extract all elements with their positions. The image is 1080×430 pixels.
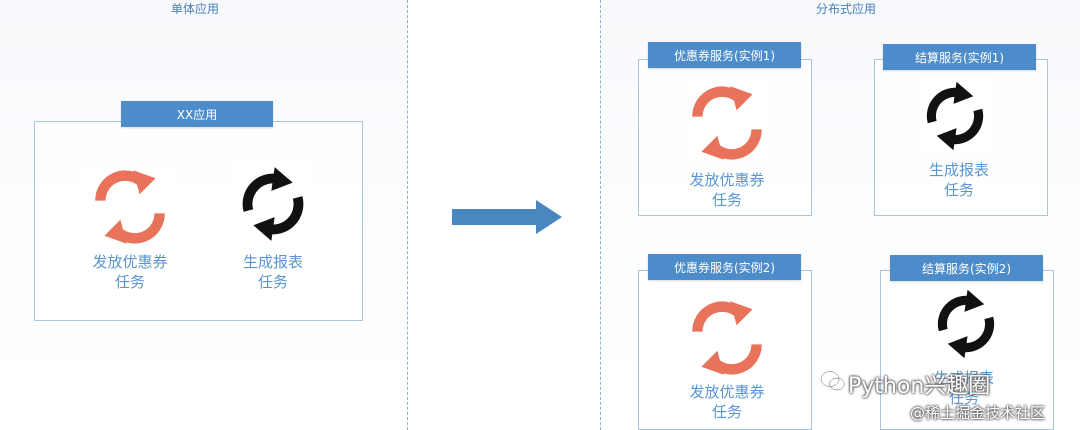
settle-service-1-task-line2: 任务 xyxy=(943,181,974,199)
settle-service-2-label: 结算服务(实例2) xyxy=(890,255,1043,281)
coupon-task-label: 发放优惠券 任务 xyxy=(70,252,190,292)
sync-cycle-icon xyxy=(917,78,993,154)
report-task-label: 生成报表 任务 xyxy=(213,252,333,292)
settle-service-2-task-line1: 生成报表 xyxy=(933,369,994,387)
refresh-cycle-icon xyxy=(686,298,768,378)
divider-right xyxy=(600,0,601,430)
coupon-task-line1: 发放优惠券 xyxy=(92,253,168,271)
divider-left xyxy=(407,0,408,430)
report-task-line1: 生成报表 xyxy=(242,253,303,271)
refresh-cycle-icon xyxy=(686,83,768,163)
right-arrow-icon xyxy=(452,200,562,234)
settle-service-1-task: 生成报表 任务 xyxy=(903,160,1015,200)
settle-service-2-task-line2: 任务 xyxy=(948,389,979,407)
refresh-cycle-icon xyxy=(82,167,178,247)
report-task-line2: 任务 xyxy=(257,273,288,291)
settle-service-1-task-line1: 生成报表 xyxy=(928,161,989,179)
distributed-title: 分布式应用 xyxy=(816,2,877,16)
sync-cycle-icon xyxy=(232,163,314,245)
sync-cycle-icon xyxy=(928,286,1004,362)
wechat-icon xyxy=(820,370,846,391)
settle-service-1-label: 结算服务(实例1) xyxy=(883,44,1036,70)
coupon-service-2-task-line1: 发放优惠券 xyxy=(689,383,765,401)
coupon-service-1-task-line2: 任务 xyxy=(711,191,742,209)
watermark-juejin: @稀土掘金技术社区 xyxy=(910,404,1046,422)
monolith-app-label: XX应用 xyxy=(121,101,273,127)
coupon-service-1-label: 优惠券服务(实例1) xyxy=(648,42,801,68)
watermark-python: Python兴趣圈 xyxy=(848,374,991,399)
coupon-service-2-task-line2: 任务 xyxy=(711,403,742,421)
coupon-service-1-task-line1: 发放优惠券 xyxy=(689,171,765,189)
coupon-service-2-task: 发放优惠券 任务 xyxy=(671,382,783,422)
coupon-task-line2: 任务 xyxy=(114,273,145,291)
settle-service-2-task: 生成报表 任务 xyxy=(908,368,1020,408)
monolith-title: 单体应用 xyxy=(171,2,220,16)
coupon-service-2-label: 优惠券服务(实例2) xyxy=(648,254,801,280)
coupon-service-1-task: 发放优惠券 任务 xyxy=(671,170,783,210)
